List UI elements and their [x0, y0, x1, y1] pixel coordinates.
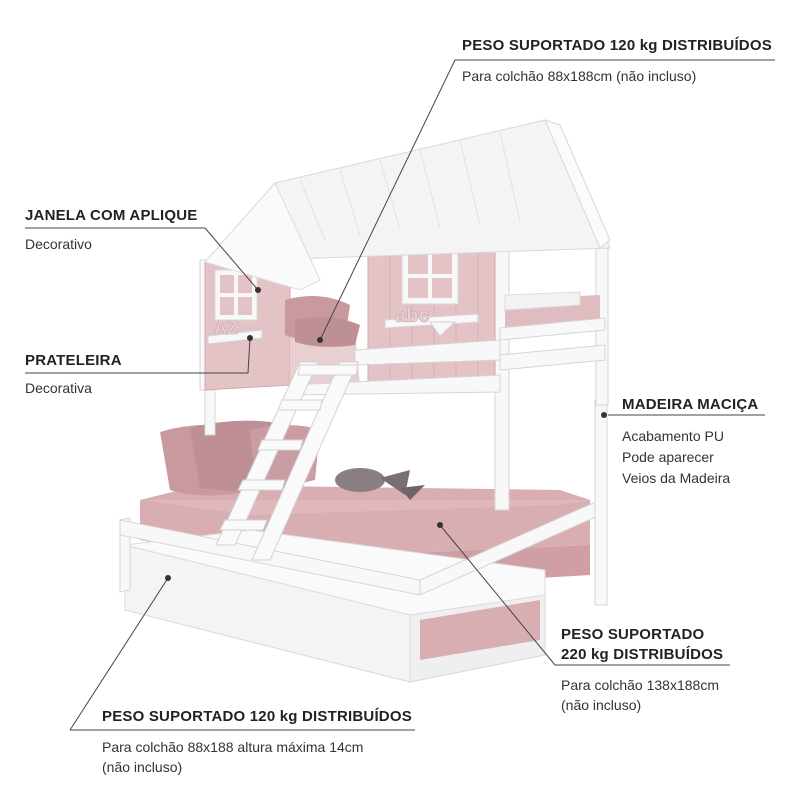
upper-side-rails — [289, 291, 606, 396]
plush-toy — [335, 468, 425, 500]
wood-desc-line-3: Veios da Madeira — [622, 470, 731, 486]
annotation-wood-desc: Acabamento PU Pode aparecer Veios da Mad… — [622, 426, 730, 489]
top-weight-title: PESO SUPORTADO 120 kg DISTRIBUÍDOS — [462, 37, 772, 54]
ladder — [215, 361, 359, 561]
middle-weight-desc-line-1: Para colchão 138x188cm — [561, 677, 719, 693]
annotation-trundle-weight-desc: Para colchão 88x188 altura máxima 14cm (… — [102, 737, 363, 777]
annotation-wood: MADEIRA MACIÇA — [622, 396, 758, 413]
shelf-desc: Decorativa — [25, 380, 92, 396]
shelves — [207, 313, 479, 345]
wood-title: MADEIRA MACIÇA — [622, 396, 759, 413]
wood-desc-line-2: Pode aparecer — [622, 449, 714, 465]
window-right — [401, 247, 459, 305]
trundle-weight-desc-line-1: Para colchão 88x188 altura máxima 14cm — [102, 739, 364, 755]
annotation-middle-weight-desc: Para colchão 138x188cm (não incluso) — [561, 675, 719, 715]
trundle-weight-desc-line-2: (não incluso) — [102, 759, 183, 775]
letters-left-decor: AZ — [214, 318, 238, 338]
middle-weight-title-line-1: PESO SUPORTADO — [561, 626, 705, 643]
annotation-top-weight: PESO SUPORTADO 120 kg DISTRIBUÍDOS — [462, 37, 772, 54]
annotation-window-desc: Decorativo — [25, 234, 92, 254]
shelf-title: PRATELEIRA — [25, 352, 122, 369]
annotation-trundle-weight: PESO SUPORTADO 120 kg DISTRIBUÍDOS — [102, 708, 412, 725]
top-weight-desc: Para colchão 88x188cm (não incluso) — [462, 68, 697, 84]
annotation-top-weight-desc: Para colchão 88x188cm (não incluso) — [462, 66, 696, 86]
annotation-middle-weight: PESO SUPORTADO 220 kg DISTRIBUÍDOS — [561, 625, 723, 665]
trundle-weight-title: PESO SUPORTADO 120 kg DISTRIBUÍDOS — [102, 708, 412, 725]
letters-right-decor: abc — [395, 305, 429, 327]
middle-weight-desc-line-2: (não incluso) — [561, 697, 642, 713]
upper-pillows — [285, 296, 360, 347]
annotation-window: JANELA COM APLIQUE — [25, 207, 198, 224]
window-desc: Decorativo — [25, 236, 92, 252]
window-title: JANELA COM APLIQUE — [25, 207, 198, 224]
annotation-shelf: PRATELEIRA — [25, 352, 122, 369]
annotation-shelf-desc: Decorativa — [25, 378, 92, 398]
roof — [203, 119, 611, 291]
middle-weight-title-line-2: 220 kg DISTRIBUÍDOS — [561, 646, 724, 663]
wood-desc-line-1: Acabamento PU — [622, 428, 724, 444]
